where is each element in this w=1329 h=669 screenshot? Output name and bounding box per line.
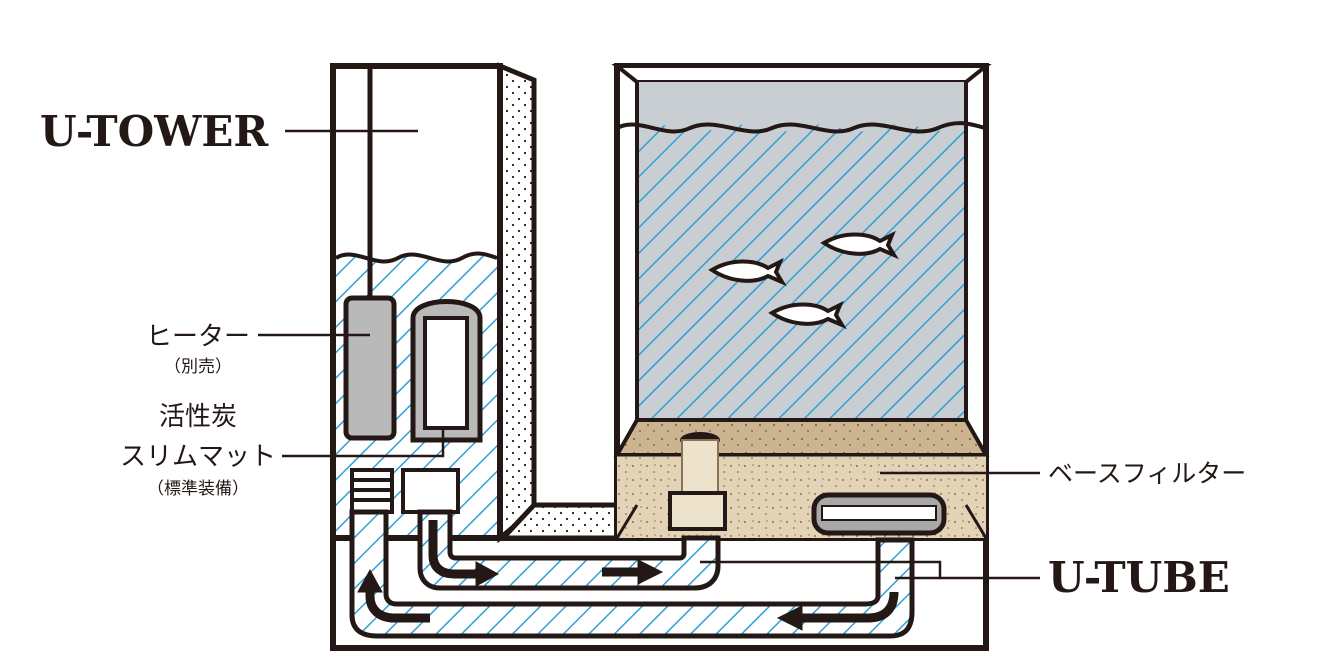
u-tower-label: U-TOWER [40,107,269,156]
flow-arrows [357,520,899,631]
arrow-down-right [428,520,478,579]
carbon-label-line2: スリムマット [120,442,276,472]
arrowhead [776,605,803,631]
sand-pipe-base [668,491,727,531]
leader-lines [258,129,1040,580]
u-tower [330,62,537,544]
arrow-up [365,590,395,623]
heater [343,295,397,441]
heater-label: ヒーター [146,322,250,352]
arrowhead [637,559,664,585]
tank-water [637,124,966,453]
arrowhead [357,568,383,593]
sand-top [613,418,990,457]
fish [708,257,787,287]
carbon-note: （標準装備） [147,479,249,499]
sand-pipe [681,439,719,496]
tower-side-wall [497,62,537,544]
return-pipe [349,509,915,639]
aquarium-tank [611,63,992,541]
fish [820,230,899,260]
carbon-leader [282,430,445,458]
u-tube-leader [700,560,1040,580]
intake-grill [350,468,394,514]
u-tube-label: U-TUBE [1048,553,1230,602]
fish [768,300,847,330]
carbon-mat [423,316,469,430]
carbon-label-line1: 活性炭 [159,402,237,432]
arrowhead [475,561,500,587]
pump-box [401,468,460,514]
base-filter-label: ベースフィルター [1048,459,1246,488]
heater-note: （別売） [164,357,232,377]
arrow-bottom-left [800,591,899,623]
